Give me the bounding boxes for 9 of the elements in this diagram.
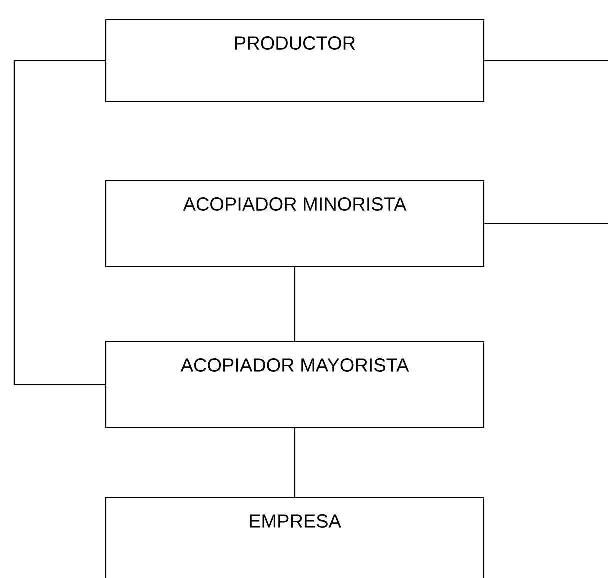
process-box: ACOPIADOR MAYORISTA (105, 341, 485, 429)
process-box: EMPRESA (105, 497, 485, 578)
connector-line (14, 60, 106, 386)
connector-line (484, 60, 608, 62)
connector-line (484, 223, 608, 225)
connector-line (294, 428, 296, 498)
process-box: ACOPIADOR MINORISTA (105, 180, 485, 268)
process-box: PRODUCTOR (105, 19, 485, 103)
connector-line (294, 268, 296, 342)
